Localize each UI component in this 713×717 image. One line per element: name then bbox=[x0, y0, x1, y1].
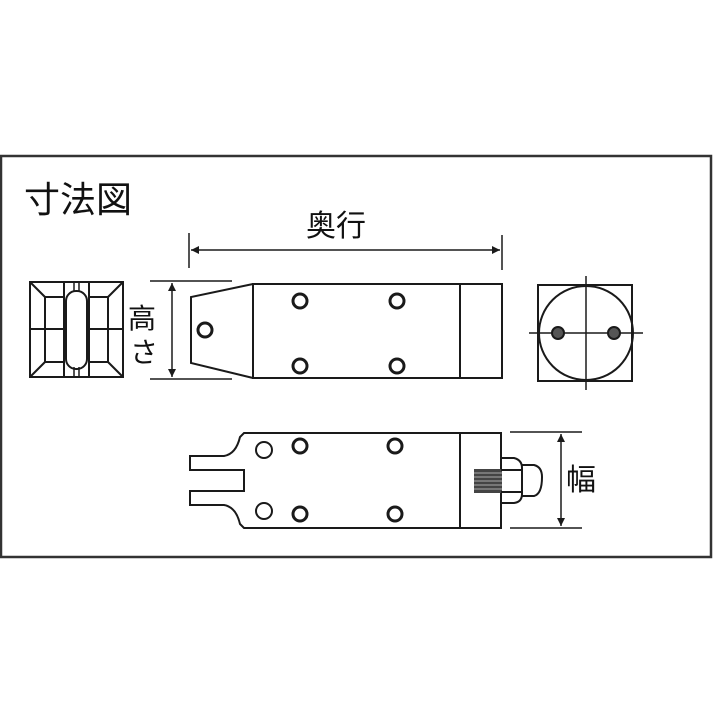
drawing-title: 寸法図 bbox=[24, 180, 132, 221]
depth-dimension: 奥行 bbox=[188, 209, 503, 270]
end-view-right bbox=[529, 276, 643, 390]
end-view-left bbox=[29, 281, 124, 378]
mounting-hole-icon bbox=[196, 292, 406, 375]
side-view bbox=[190, 283, 503, 379]
connector-fitting-icon bbox=[474, 457, 544, 504]
height-label-1: 高 bbox=[128, 302, 156, 335]
width-label: 幅 bbox=[566, 463, 596, 498]
width-dimension: 幅 bbox=[510, 431, 596, 529]
drawing-frame bbox=[0, 154, 713, 559]
depth-label: 奥行 bbox=[306, 209, 366, 244]
top-view bbox=[189, 432, 544, 529]
height-label-2: さ bbox=[130, 336, 158, 369]
height-dimension: 高 さ bbox=[128, 280, 232, 380]
